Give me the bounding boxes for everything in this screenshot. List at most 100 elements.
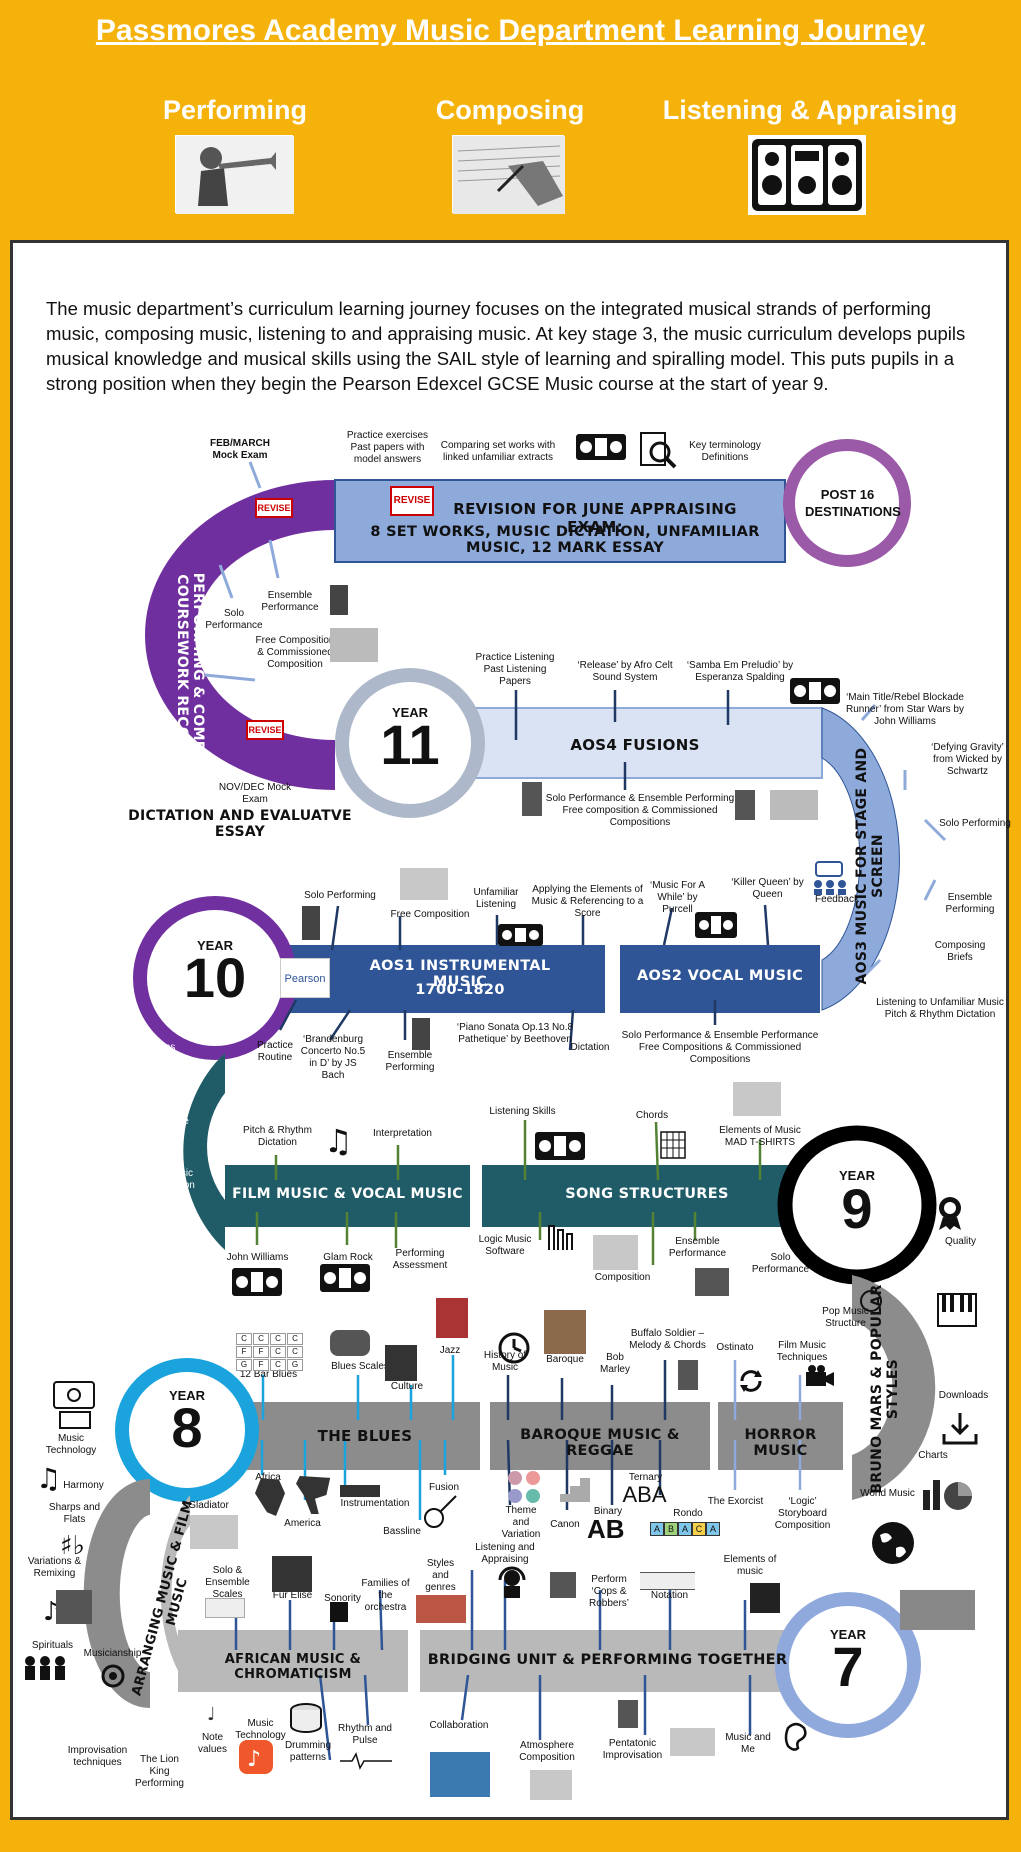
music-note-icon: ♪ <box>43 1597 60 1625</box>
label-12-bar-blues: 12 Bar Blues <box>239 1369 298 1380</box>
baroque-image <box>544 1310 586 1354</box>
harmonica-icon <box>340 1485 380 1497</box>
label-performing-assessment: Performing Assessment <box>392 1248 448 1271</box>
label-practice-listening: Practice Listening Past Listening Papers <box>475 652 555 687</box>
ear-icon <box>784 1722 807 1751</box>
label-nov-mock: NOV/DEC Mock Exam <box>218 782 292 805</box>
steps-icon <box>560 1476 590 1502</box>
label-drumming-patterns: Drumming patterns <box>284 1740 332 1763</box>
label-pitch-rhythm: Pitch & Rhythm Dictation <box>243 1125 312 1148</box>
african-title: AFRICAN MUSIC & CHROMATICISM <box>224 1652 362 1682</box>
label-interpretation: Interpretation <box>373 1128 432 1139</box>
instrument-circles <box>505 1470 545 1504</box>
collaboration-puzzle-image <box>430 1752 490 1797</box>
label-killer-queen: ‘Killer Queen’ by Queen <box>731 877 804 900</box>
guitar-image <box>330 1330 370 1356</box>
label-lion-king: The Lion King Performing <box>135 1754 184 1789</box>
trumpet-image <box>695 1268 729 1296</box>
grid-cell: G <box>287 1359 303 1371</box>
label-sharps-flats: Sharps and Flats <box>48 1502 101 1525</box>
year8-circle <box>115 1358 259 1502</box>
writing-image <box>330 628 378 662</box>
rondo-glyph: A B A C A <box>650 1522 720 1536</box>
jazz-poster-image <box>436 1298 468 1338</box>
label-pop-music-structure: Pop Music Structure <box>822 1306 869 1329</box>
aos3-vertical-title: AOS3 MUSIC FOR STAGE AND SCREEN <box>854 747 886 985</box>
logic-software-icon <box>548 1225 573 1250</box>
intro-paragraph: The music department’s curriculum learni… <box>46 298 966 394</box>
award-ribbon-icon <box>939 1197 961 1230</box>
speaker-icon <box>232 1268 282 1296</box>
year7-label: YEAR <box>829 1627 867 1642</box>
people-walking-image <box>900 1590 975 1630</box>
beamed-notes-icon: ♫ <box>36 1462 61 1492</box>
label-y9-ensemble: Ensemble Performance <box>668 1236 727 1259</box>
rondo-letter: A <box>706 1522 720 1536</box>
bruno-vertical-title: BRUNO MARS & POPULAR STYLES <box>869 1284 901 1494</box>
aos1-subtitle: 1700-1820 <box>415 982 505 998</box>
label-y9-solo: Solo Performance <box>751 1252 810 1275</box>
year7-circle <box>775 1592 921 1738</box>
aos3-arc <box>821 707 900 1011</box>
magnifier-document-icon <box>640 432 677 469</box>
label-perform-cops: Perform ‘Cops & Robbers’ <box>588 1574 630 1609</box>
speaker-system-icon <box>748 135 866 215</box>
label-pentatonic: Pentatonic Improvisation <box>602 1738 663 1761</box>
label-sonority: Sonority <box>324 1593 361 1604</box>
guitar-outline-icon <box>422 1494 458 1530</box>
grid-cell: C <box>253 1333 269 1345</box>
year9-label: YEAR <box>838 1168 876 1183</box>
grid-cell: C <box>287 1346 303 1358</box>
film-music-title: FILM MUSIC & VOCAL MUSIC <box>232 1186 463 1202</box>
label-america: America <box>284 1518 321 1529</box>
strand-composing: Composing <box>435 95 585 125</box>
label-fur-elise: Fur Elise <box>272 1590 313 1601</box>
label-free-compositions: Free Compositions <box>114 1030 176 1053</box>
horror-bar <box>718 1402 843 1470</box>
label-buffalo-soldier: Buffalo Soldier – Melody & Chords <box>629 1328 706 1351</box>
speaker-icon <box>576 434 626 460</box>
culture-photo <box>385 1345 417 1381</box>
svg-text:♪: ♪ <box>247 1747 261 1772</box>
trumpet-image <box>735 790 755 820</box>
label-bassline: Bassline <box>383 1526 421 1537</box>
elements-icon <box>750 1583 780 1613</box>
label-charts: Charts <box>918 1450 948 1461</box>
label-score-reading: Score reading <box>122 1073 157 1096</box>
trumpet-image <box>412 1018 430 1050</box>
bridging-title: BRIDGING UNIT & PERFORMING TOGETHER <box>427 1652 788 1668</box>
score-image <box>205 1598 245 1618</box>
label-binary: Binary <box>593 1506 623 1517</box>
aos2-title: AOS2 VOCAL MUSIC <box>636 968 804 984</box>
music-technology-icon <box>53 1381 95 1429</box>
year10-label: YEAR <box>196 938 234 953</box>
trumpet-image <box>302 906 320 940</box>
label-collaboration: Collaboration <box>429 1720 489 1731</box>
label-families-orchestra: Families of the orchestra <box>361 1578 410 1613</box>
grid-cell: G <box>236 1359 252 1371</box>
arranging-arc-inner <box>83 1479 152 1708</box>
label-history-of-music: History of Music <box>483 1350 527 1373</box>
label-chords: Chords <box>635 1110 669 1121</box>
pearson-logo: Pearson <box>280 958 330 998</box>
svg-text:♯♭: ♯♭ <box>60 1531 85 1560</box>
label-ternary: Ternary <box>628 1472 663 1483</box>
post16-circle <box>783 439 911 567</box>
writing-image <box>670 1728 715 1756</box>
label-y10-solo-performing: Solo Performing <box>304 890 376 901</box>
feedback-people-icon <box>814 861 846 895</box>
trumpet-image <box>678 1360 698 1390</box>
writing-image <box>770 790 818 820</box>
label-baroque: Baroque <box>546 1354 584 1365</box>
label-quality: Quality <box>944 1236 977 1247</box>
song-structures-title: SONG STRUCTURES <box>565 1186 729 1202</box>
year11-number: 11 <box>380 713 440 776</box>
label-fusion: Fusion <box>428 1482 459 1493</box>
horror-title: HORROR MUSIC <box>744 1427 817 1459</box>
piano-keyboard-icon <box>937 1293 977 1327</box>
trumpet-image <box>618 1700 638 1728</box>
label-y10-ensemble: Ensemble Performing <box>385 1050 435 1073</box>
label-elements-of-music: Elements of music <box>723 1554 777 1577</box>
grid-cell: C <box>236 1333 252 1345</box>
note-values-icon: ♩ <box>207 1700 227 1725</box>
